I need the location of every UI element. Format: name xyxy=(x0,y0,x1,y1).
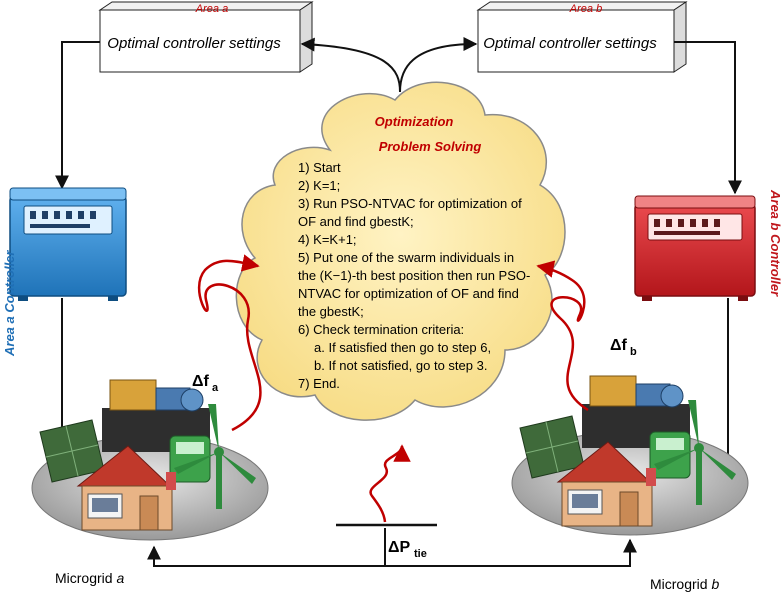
cloud-step: 7) End. xyxy=(298,376,340,391)
area-a-tag: Area a xyxy=(195,3,228,15)
cloud-step: b. If not satisfied, go to step 3. xyxy=(314,358,487,373)
microgrid-b-label: Microgrid b xyxy=(650,576,719,592)
cloud-step: the (K−1)-th best position then run PSO- xyxy=(298,268,530,283)
cloud-step: 3) Run PSO-NTVAC for optimization of xyxy=(298,196,522,211)
area-a-settings-label: Optimal controller settings xyxy=(107,35,281,52)
cloud-step: 1) Start xyxy=(298,160,341,175)
cloud-title-line1: Optimization xyxy=(375,114,454,129)
delta-p-tie-symbol: ΔP xyxy=(388,539,411,556)
microgrid-b-scene xyxy=(511,375,749,536)
delta-f-b-label: Δf b xyxy=(610,337,637,358)
delta-p-tie-label: ΔP tie xyxy=(388,539,427,560)
delta-f-a-subscript: a xyxy=(212,382,219,394)
signal-connectors xyxy=(55,37,742,567)
cloud-title-line2: Problem Solving xyxy=(379,139,482,154)
delta-f-a-symbol: Δf xyxy=(192,373,210,390)
cloud-step: 2) K=1; xyxy=(298,178,340,193)
area-b-controller-device xyxy=(634,195,756,301)
microgrid-b-name: b xyxy=(711,576,719,592)
area-a-settings-box: Area a Optimal controller settings xyxy=(98,1,314,73)
cloud-step: NTVAC for optimization of OF and find xyxy=(298,286,519,301)
area-b-settings-label: Optimal controller settings xyxy=(483,35,657,52)
cloud-step: 5) Put one of the swarm individuals in xyxy=(298,250,514,265)
optimization-cloud: Optimization Problem Solving 1) Start 2)… xyxy=(235,81,566,421)
microgrid-a-name: a xyxy=(116,570,124,586)
area-a-controller-device xyxy=(9,187,127,301)
microgrid-a-prefix: Microgrid xyxy=(55,570,116,586)
microgrid-b-prefix: Microgrid xyxy=(650,576,711,592)
cloud-step: 6) Check termination criteria: xyxy=(298,322,464,337)
delta-f-b-symbol: Δf xyxy=(610,337,628,354)
frequency-feedback-lines xyxy=(197,254,589,523)
cloud-step: the gbestK; xyxy=(298,304,364,319)
area-a-controller-label: Area a Controller xyxy=(2,250,17,357)
cloud-step: OF and find gbestK; xyxy=(298,214,414,229)
area-b-controller-label: Area b Controller xyxy=(768,189,781,297)
delta-p-tie-subscript: tie xyxy=(414,548,427,560)
microgrid-a-scene xyxy=(31,379,269,541)
microgrid-a-label: Microgrid a xyxy=(55,570,124,586)
delta-f-a-label: Δf a xyxy=(192,373,219,394)
cloud-step: a. If satisfied then go to step 6, xyxy=(314,340,491,355)
delta-f-b-subscript: b xyxy=(630,346,637,358)
area-b-settings-box: Area b Optimal controller settings xyxy=(476,1,688,73)
area-b-tag: Area b xyxy=(569,3,602,15)
cloud-step: 4) K=K+1; xyxy=(298,232,357,247)
